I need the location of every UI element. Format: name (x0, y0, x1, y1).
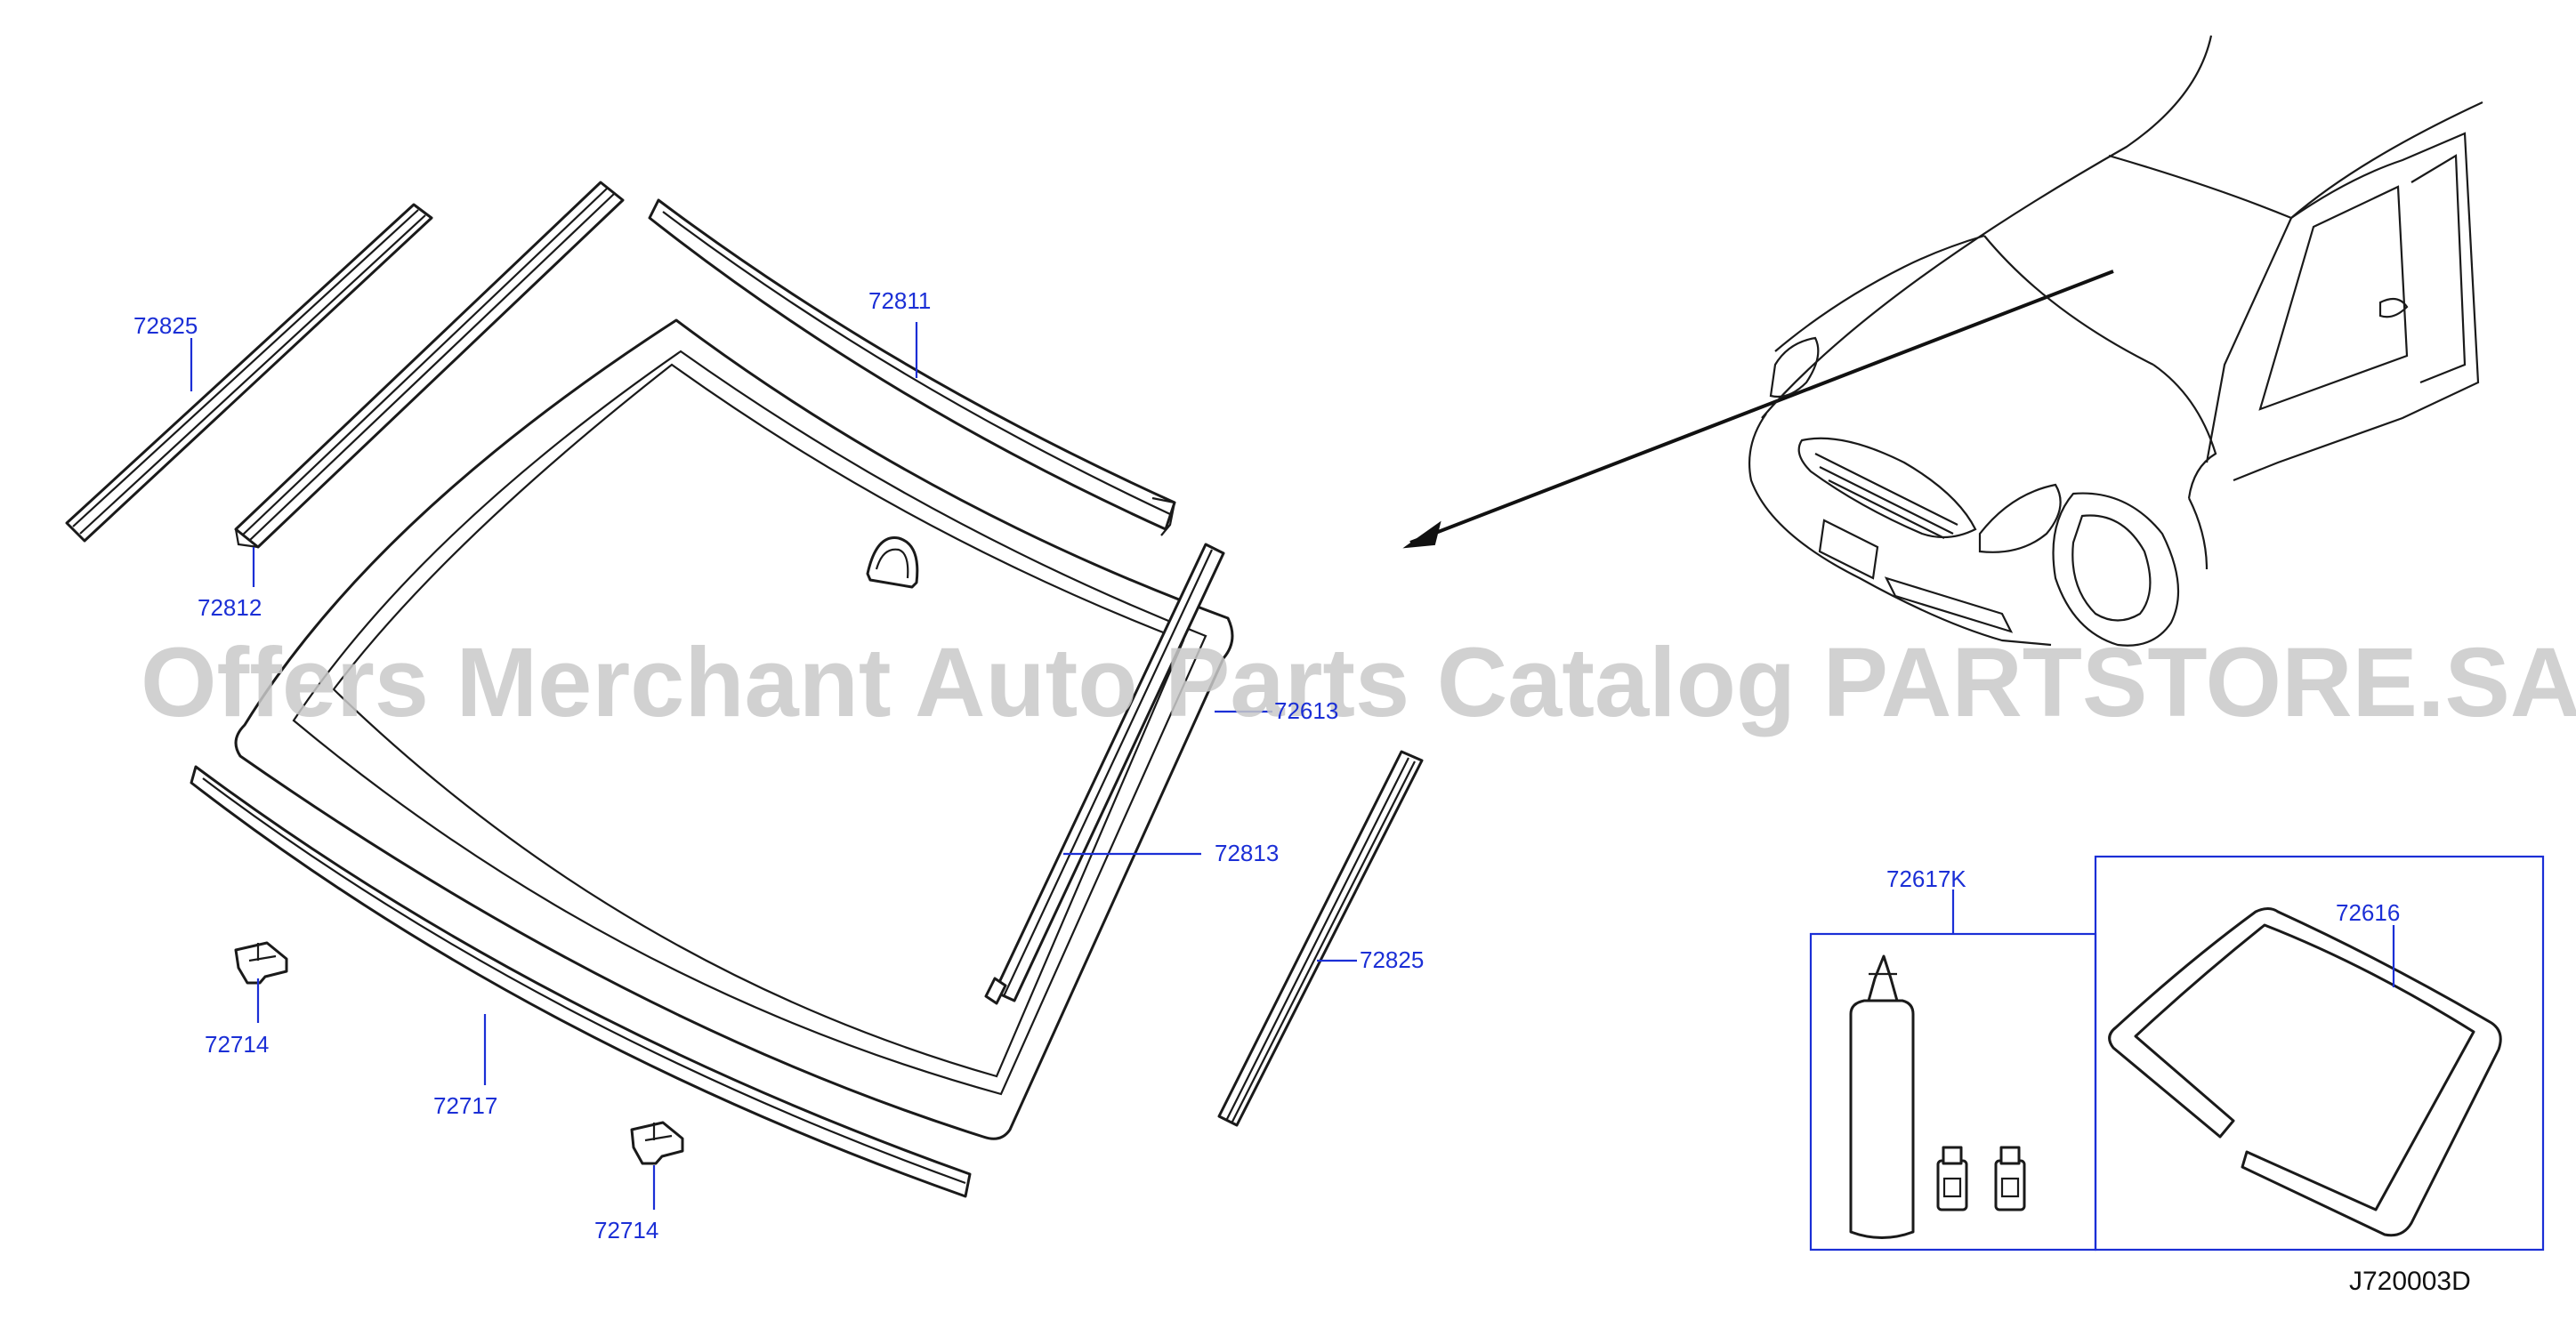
label-72811[interactable]: 72811 (868, 287, 931, 314)
kit-box-72617K[interactable] (1809, 932, 2097, 1252)
sealant-tube-icon (1849, 999, 1915, 1239)
leader-lines (190, 322, 2395, 1210)
label-72613[interactable]: 72613 (1274, 697, 1338, 724)
label-72717[interactable]: 72717 (433, 1092, 497, 1119)
label-72812[interactable]: 72812 (198, 594, 262, 621)
seal-box-72616[interactable] (2094, 855, 2545, 1252)
clip-72714-left[interactable] (234, 941, 288, 985)
label-72825-top[interactable]: 72825 (133, 312, 198, 339)
moulding-72825-left[interactable] (65, 203, 433, 543)
moulding-72812[interactable] (234, 181, 625, 549)
label-72813[interactable]: 72813 (1215, 840, 1279, 866)
clip-72714-bottom[interactable] (630, 1121, 684, 1165)
windshield-glass[interactable] (234, 318, 1234, 1140)
label-72616[interactable]: 72616 (2336, 899, 2400, 926)
label-72714-left[interactable]: 72714 (205, 1031, 269, 1058)
moulding-72813[interactable] (984, 543, 1225, 1005)
primer-bottle-icon-2 (1994, 1159, 2026, 1211)
car-illustration (1748, 35, 2483, 647)
label-72825-right[interactable]: 72825 (1360, 946, 1424, 973)
moulding-72811[interactable] (648, 198, 1176, 536)
primer-bottle-icon (1936, 1159, 1968, 1211)
label-72714-bottom[interactable]: 72714 (594, 1217, 658, 1244)
moulding-72825-right[interactable] (1217, 750, 1424, 1127)
label-72617K[interactable]: 72617K (1886, 865, 1966, 892)
cowl-seal-72717[interactable] (190, 765, 972, 1198)
watermark-text: Offers Merchant Auto Parts Catalog PARTS… (141, 628, 2576, 737)
direction-arrow-icon (1402, 270, 2114, 549)
diagram-code: J720003D (2349, 1267, 2471, 1296)
